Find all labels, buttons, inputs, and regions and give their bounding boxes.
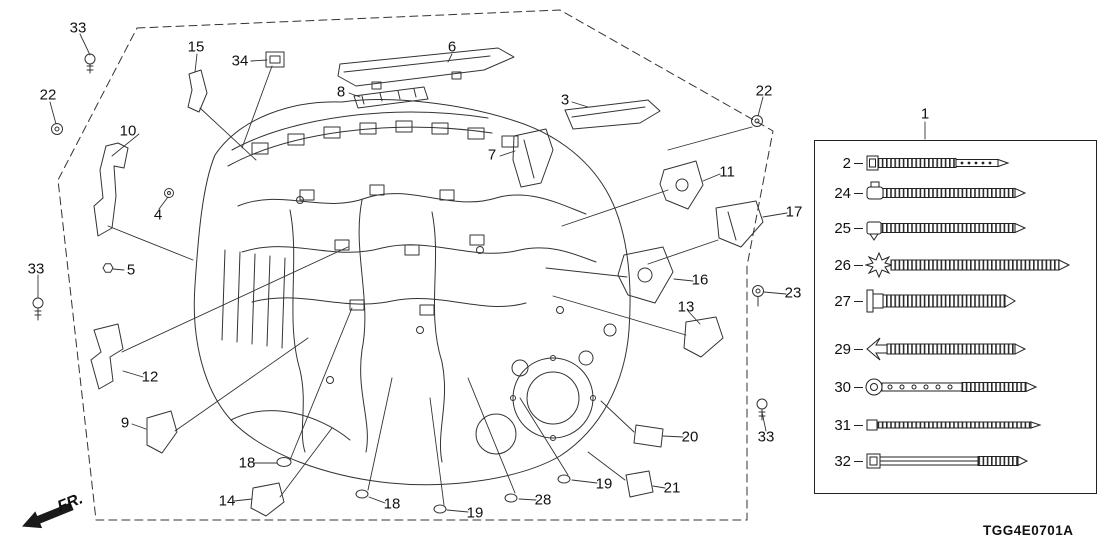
callout-34: 34 (231, 52, 249, 70)
dashed-boundary (57, 9, 774, 521)
callout-18-b: 18 (383, 495, 401, 513)
cable-tie-31-graphic (866, 419, 1042, 431)
leader-dash (854, 264, 863, 266)
harness-part-shapes (90, 47, 764, 517)
leader-dash (854, 300, 863, 302)
leader-dash (854, 460, 863, 462)
tie-row-2: 2 (819, 148, 1091, 178)
bolt-shapes (32, 53, 768, 421)
cable-tie-26-graphic (865, 251, 1071, 279)
callout-3: 3 (560, 91, 570, 109)
diagram-code: TGG4E0701A (983, 523, 1074, 538)
callout-32: 32 (834, 452, 851, 470)
leader-dash (854, 424, 863, 426)
callout-1: 1 (920, 105, 930, 123)
tie-row-32: 32 (819, 446, 1091, 476)
callout-2: 2 (842, 154, 851, 172)
fr-label: FR. (55, 490, 85, 515)
callout-19-a: 19 (466, 504, 484, 522)
callout-23: 23 (784, 284, 802, 302)
cable-tie-30-graphic (865, 378, 1037, 396)
callout-16: 16 (691, 271, 709, 289)
fr-direction-arrow: FR. (22, 490, 85, 529)
cable-tie-27-graphic (866, 289, 1016, 313)
callout-20: 20 (681, 428, 699, 446)
callout-31: 31 (834, 416, 851, 434)
callout-33-c: 33 (757, 428, 775, 446)
callout-27: 27 (834, 292, 851, 310)
callout-26: 26 (834, 256, 851, 274)
cable-tie-25-graphic (866, 221, 1027, 241)
leader-lines (37, 33, 926, 513)
callout-21: 21 (663, 479, 681, 497)
callout-14: 14 (218, 492, 236, 510)
cable-tie-24-graphic (866, 181, 1027, 200)
cable-tie-32-graphic (866, 453, 1029, 469)
callout-19-b: 19 (595, 475, 613, 493)
callout-4: 4 (153, 206, 163, 224)
callout-30: 30 (834, 378, 851, 396)
callout-18-a: 18 (238, 454, 256, 472)
leader-dash (854, 227, 863, 229)
callout-7: 7 (487, 146, 497, 164)
callout-33-b: 33 (27, 260, 45, 278)
callout-13: 13 (677, 298, 695, 316)
tie-row-26: 26 (819, 250, 1091, 280)
callout-24: 24 (834, 184, 851, 202)
callout-22-a: 22 (39, 86, 57, 104)
cable-tie-2-graphic (866, 155, 1010, 171)
tie-row-31: 31 (819, 410, 1091, 440)
callout-8: 8 (336, 83, 346, 101)
tie-row-24: 24 (819, 178, 1091, 208)
callout-15: 15 (187, 38, 205, 56)
tie-row-29: 29 (819, 334, 1091, 364)
callout-9: 9 (120, 414, 130, 432)
callout-12: 12 (141, 368, 159, 386)
callout-6: 6 (447, 38, 457, 56)
leader-dash (854, 162, 863, 164)
leader-dash (854, 192, 863, 194)
callout-25: 25 (834, 219, 851, 237)
cable-tie-29-graphic (866, 337, 1027, 361)
tie-row-25: 25 (819, 213, 1091, 243)
callout-28: 28 (534, 491, 552, 509)
tie-row-27: 27 (819, 286, 1091, 316)
leader-dash (854, 348, 863, 350)
callout-11: 11 (719, 163, 735, 181)
callout-33-a: 33 (69, 19, 87, 37)
callout-5: 5 (126, 261, 136, 279)
engine-block-sketch (193, 99, 631, 486)
callout-17: 17 (785, 203, 803, 221)
callout-22-b: 22 (755, 82, 773, 100)
fastener-panel: 2 24 (814, 140, 1097, 494)
callout-10: 10 (119, 122, 137, 140)
leader-dash (854, 386, 863, 388)
tie-row-30: 30 (819, 372, 1091, 402)
callout-29: 29 (834, 340, 851, 358)
